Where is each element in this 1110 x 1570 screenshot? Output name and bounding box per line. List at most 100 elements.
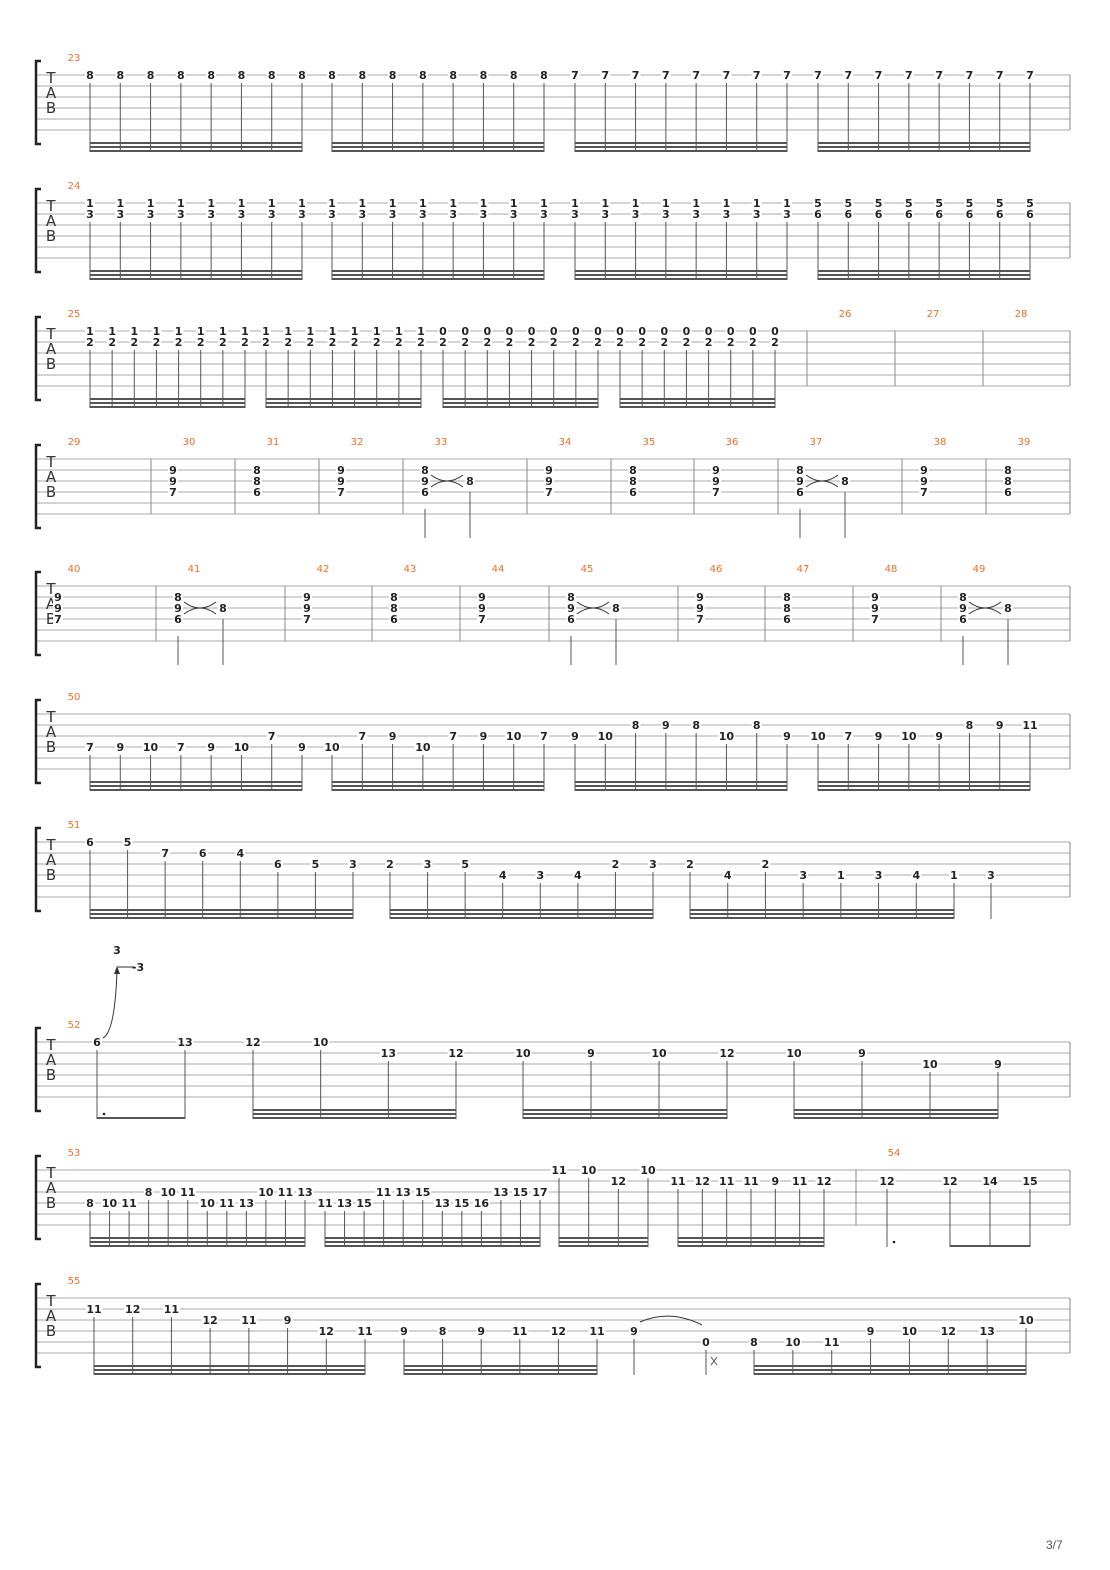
fret-number: 2 (506, 336, 514, 349)
fret-mask (327, 70, 337, 81)
tab-clef-letter: A (46, 84, 57, 102)
fret-mask (327, 326, 338, 337)
fret-number: 11 (743, 1175, 758, 1188)
staff-system: TAB (34, 826, 1071, 913)
fret-number: 8 (629, 464, 637, 477)
beam (575, 150, 787, 152)
beam (404, 1373, 597, 1375)
beam (575, 270, 787, 272)
fret-mask (588, 1326, 606, 1337)
fret-mask (870, 614, 880, 625)
fret-number: 2 (351, 336, 359, 349)
fret-mask (240, 337, 250, 348)
fret-number: 2 (528, 336, 536, 349)
fret-number: 3 (571, 208, 579, 221)
slide-curve (430, 474, 464, 482)
system-brace (34, 1154, 41, 1241)
fret-mask (336, 476, 346, 487)
fret-mask (272, 859, 283, 870)
fret-number: 0 (594, 325, 602, 338)
fret-number: 8 (419, 69, 427, 82)
fret-number: 7 (358, 730, 366, 743)
fret-number: 13 (493, 1186, 508, 1199)
fret-mask (873, 870, 884, 881)
fret-number: 9 (174, 602, 182, 615)
fret-number: 1 (632, 197, 640, 210)
tab-clef-letter: B (46, 1066, 56, 1084)
fret-number: 13 (435, 1197, 450, 1210)
staff-system: TAB (34, 570, 1071, 657)
fret-number: 3 (238, 208, 246, 221)
fret-number: 17 (532, 1186, 547, 1199)
fret-number: 7 (935, 69, 943, 82)
page-number: 3/7 (1046, 1538, 1063, 1552)
fret-number: 8 (567, 591, 575, 604)
fret-mask (660, 720, 671, 731)
beam (94, 1373, 365, 1375)
fret-mask (416, 326, 426, 337)
fret-mask (414, 1187, 432, 1198)
fret-mask (964, 720, 975, 731)
fret-number: 7 (844, 730, 852, 743)
fret-mask (217, 326, 228, 337)
fret-number: 2 (612, 858, 620, 871)
fret-number: 3 (116, 208, 124, 221)
measure-number: 49 (973, 564, 986, 575)
fret-number: 1 (284, 325, 292, 338)
fret-number: 7 (753, 69, 761, 82)
fret-number: 13 (177, 1036, 192, 1049)
fret-number: 9 (169, 464, 177, 477)
fret-number: 6 (629, 486, 637, 499)
fret-number: 8 (783, 602, 791, 615)
beam (818, 142, 1030, 144)
beam (818, 785, 1030, 787)
tab-clef-letter: A (46, 468, 57, 486)
fret-mask (911, 870, 922, 881)
fret-mask (782, 209, 792, 220)
fret-number: 8 (421, 464, 429, 477)
beam (575, 785, 787, 787)
fret-number: 2 (727, 336, 735, 349)
fret-mask (252, 487, 262, 498)
fret-number: 9 (480, 730, 488, 743)
fret-number: 10 (102, 1197, 118, 1210)
fret-mask (327, 209, 337, 220)
fret-number: 7 (712, 486, 720, 499)
fret-number: 9 (871, 591, 879, 604)
fret-number: 9 (935, 730, 943, 743)
beam (90, 1241, 305, 1243)
fret-mask (770, 1176, 781, 1187)
measure-number: 36 (726, 437, 739, 448)
fret-number: 9 (54, 602, 62, 615)
system-brace (34, 826, 41, 913)
fret-number: 12 (695, 1175, 710, 1188)
fret-number: 9 (712, 464, 720, 477)
beam (559, 1241, 648, 1243)
fret-mask (544, 487, 554, 498)
fret-mask (900, 731, 918, 742)
measure-number: 23 (68, 53, 81, 64)
fret-number: 11 (317, 1197, 332, 1210)
fret-number: 9 (298, 741, 306, 754)
fret-number: 9 (783, 730, 791, 743)
fret-mask (1017, 1315, 1035, 1326)
fret-mask (526, 337, 537, 348)
beam (818, 274, 1030, 276)
fret-mask (145, 70, 156, 81)
fret-number: 12 (202, 1314, 217, 1327)
fret-mask (195, 326, 206, 337)
beam (325, 1241, 540, 1243)
fret-number: 0 (771, 325, 779, 338)
fret-mask (693, 1176, 711, 1187)
fret-number: 8 (783, 591, 791, 604)
fret-number: 2 (638, 336, 646, 349)
fret-number: 9 (116, 741, 124, 754)
beam (575, 274, 787, 276)
fret-number: 0 (749, 325, 757, 338)
fret-number: 0 (616, 325, 624, 338)
fret-mask (1003, 476, 1013, 487)
fret-number: 7 (996, 69, 1004, 82)
fret-mask (549, 1326, 567, 1337)
beam (332, 781, 544, 783)
fret-number: 3 (268, 208, 276, 221)
